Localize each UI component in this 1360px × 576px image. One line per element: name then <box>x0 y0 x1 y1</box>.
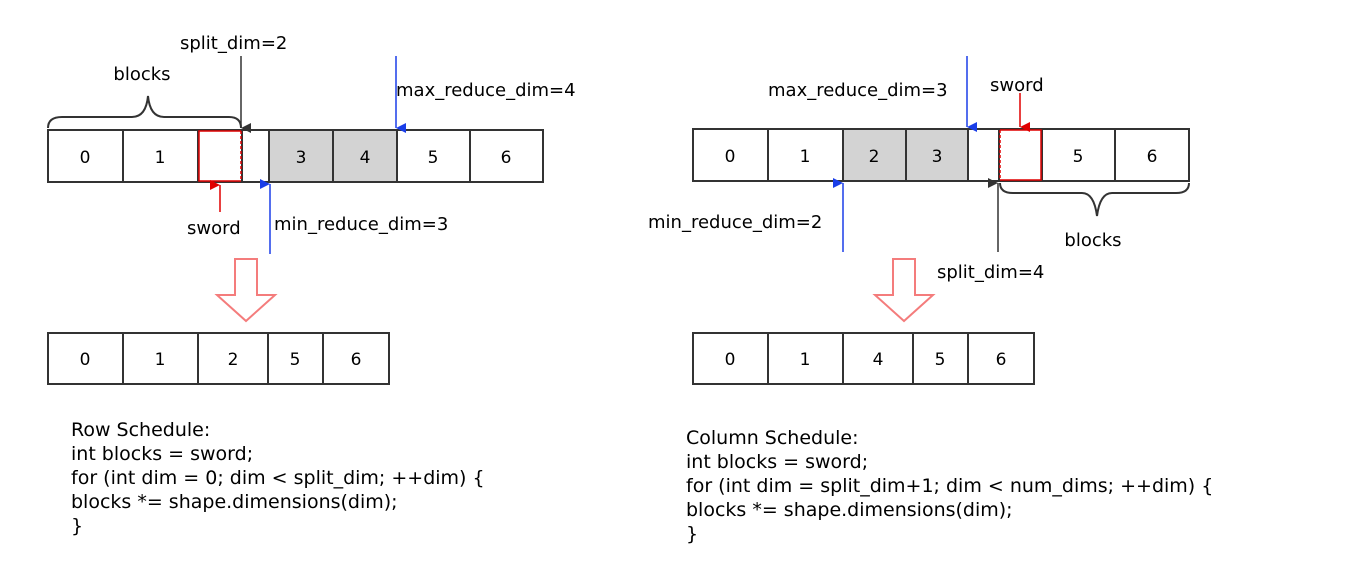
cell-label: 5 <box>290 350 301 370</box>
cell-label: 1 <box>800 147 811 167</box>
result-down-arrow <box>214 258 278 323</box>
blocks-brace <box>999 182 1190 217</box>
result-down-arrow <box>872 258 936 323</box>
sword-label: sword <box>187 218 241 239</box>
row-top-array: 0 1 3 4 5 6 <box>47 129 544 183</box>
array-cell <box>842 332 914 385</box>
array-cell <box>197 129 243 183</box>
code-line: int blocks = sword; <box>71 443 254 465</box>
array-cell <box>692 128 769 182</box>
code-line: int blocks = sword; <box>686 451 869 473</box>
array-cell <box>767 128 844 182</box>
cell-label: 5 <box>935 350 946 370</box>
row-schedule-code: Row Schedule: int blocks = sword; for (i… <box>71 418 485 538</box>
cell-label: 0 <box>725 147 736 167</box>
sword-label: sword <box>990 75 1044 96</box>
blocks-label: blocks <box>113 64 170 85</box>
array-cell <box>241 129 270 183</box>
cell-label: 5 <box>428 148 439 168</box>
array-cell <box>1041 128 1116 182</box>
array-cell <box>692 332 769 385</box>
code-line: } <box>686 523 699 545</box>
array-cell <box>47 332 124 385</box>
cell-label: 6 <box>501 148 512 168</box>
cell-label: 4 <box>360 148 371 168</box>
reduce-cell <box>332 129 398 183</box>
row-panel: 0 1 3 4 5 6 blocks split_dim=2 max_reduc… <box>47 33 576 385</box>
code-line: blocks *= shape.dimensions(dim); <box>71 491 398 513</box>
cell-label: 0 <box>80 350 91 370</box>
cell-label: 0 <box>725 350 736 370</box>
min-reduce-dim-label: min_reduce_dim=3 <box>274 214 448 235</box>
code-line: Column Schedule: <box>686 427 859 449</box>
max-reduce-dim-label: max_reduce_dim=4 <box>396 80 576 101</box>
array-cell <box>396 129 471 183</box>
split-dim-label: split_dim=2 <box>180 33 287 54</box>
row-bottom-array: 0 1 2 5 6 <box>47 332 390 385</box>
code-line: } <box>71 515 84 537</box>
array-cell <box>967 128 1000 182</box>
cell-label: 4 <box>873 350 884 370</box>
sword-cell-outline <box>198 130 241 182</box>
cell-label: 2 <box>869 147 880 167</box>
column-panel: 0 1 2 3 5 6 max_reduce_dim=3 sword min_r… <box>648 56 1190 385</box>
code-line: Row Schedule: <box>71 419 211 441</box>
blocks-label: blocks <box>1064 230 1121 251</box>
cell-label: 3 <box>932 147 943 167</box>
array-cell <box>967 332 1035 385</box>
cell-label: 6 <box>351 350 362 370</box>
array-cell <box>322 332 390 385</box>
reduce-cell <box>842 128 907 182</box>
code-line: for (int dim = 0; dim < split_dim; ++dim… <box>71 467 485 489</box>
array-cell <box>122 129 199 183</box>
cell-label: 1 <box>155 350 166 370</box>
code-line: blocks *= shape.dimensions(dim); <box>686 499 1013 521</box>
reduce-cell <box>268 129 334 183</box>
array-cell <box>469 129 544 183</box>
col-bottom-array: 0 1 4 5 6 <box>692 332 1035 385</box>
array-cell <box>47 129 124 183</box>
max-reduce-dim-label: max_reduce_dim=3 <box>768 80 948 101</box>
cell-label: 3 <box>296 148 307 168</box>
code-line: for (int dim = split_dim+1; dim < num_di… <box>686 475 1214 497</box>
array-cell <box>998 128 1043 182</box>
cell-label: 6 <box>1147 147 1158 167</box>
cell-label: 0 <box>80 148 91 168</box>
cell-label: 6 <box>996 350 1007 370</box>
split-dim-label: split_dim=4 <box>937 262 1044 283</box>
cell-label: 5 <box>1073 147 1084 167</box>
cell-label: 1 <box>800 350 811 370</box>
column-schedule-code: Column Schedule: int blocks = sword; for… <box>686 426 1213 546</box>
array-cell <box>122 332 199 385</box>
cell-label: 2 <box>228 350 239 370</box>
array-cell <box>1114 128 1190 182</box>
array-cell <box>197 332 269 385</box>
min-reduce-dim-label: min_reduce_dim=2 <box>648 212 822 233</box>
blocks-brace <box>47 95 242 129</box>
cell-label: 1 <box>155 148 166 168</box>
col-top-array: 0 1 2 3 5 6 <box>692 128 1190 182</box>
